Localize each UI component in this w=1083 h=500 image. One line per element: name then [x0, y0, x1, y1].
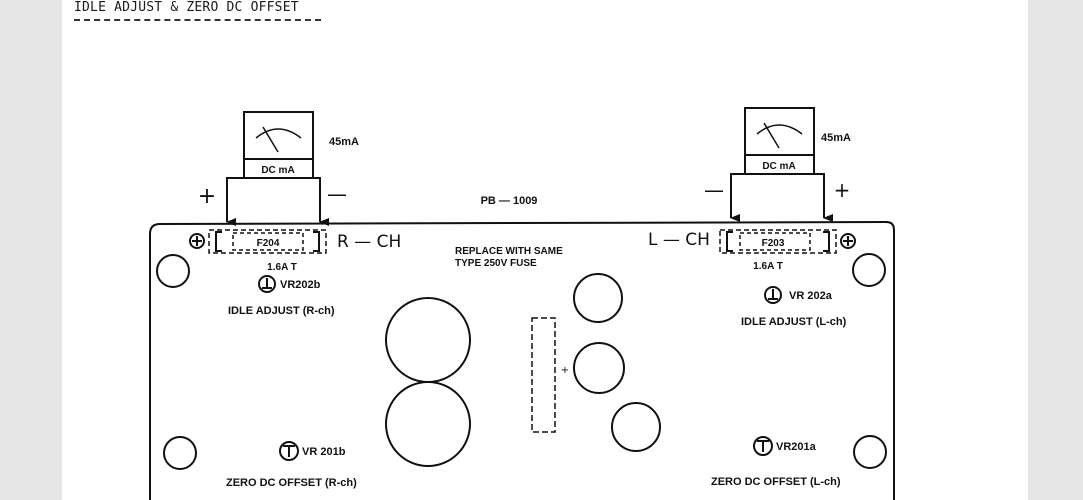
fuse-f203-rating: 1.6A T [753, 261, 783, 272]
ground-terminal-icon [840, 233, 856, 249]
meter-r-minus-probe [313, 177, 329, 226]
fuse-f204-rating: 1.6A T [267, 262, 297, 273]
fuse-f203-id: F203 [762, 238, 785, 249]
title-underline [74, 19, 321, 21]
meter-l-reading: 45mA [821, 132, 851, 144]
component-outline-dashed [531, 317, 556, 433]
fuse-f203: F203 [719, 229, 856, 254]
channel-label-r: R — CH [337, 232, 401, 252]
document-page [62, 0, 1028, 500]
meter-r-needle [262, 126, 279, 153]
mounting-hole [853, 435, 887, 469]
trim-pot-vr201b [279, 441, 299, 461]
capacitor-large-bottom [385, 381, 471, 467]
trim-pot-symbol-icon [279, 441, 299, 461]
meter-r-body [243, 111, 314, 179]
capacitor-small-2 [573, 342, 625, 394]
meter-r-minus-sign: — [327, 182, 347, 206]
center-plus-mark: + [561, 365, 569, 376]
meter-l-needle [763, 122, 780, 149]
idle-adjust-r-caption: IDLE ADJUST (R-ch) [228, 305, 335, 317]
trim-pot-vr202a [764, 286, 782, 304]
page-title: IDLE ADJUST & ZERO DC OFFSET [74, 0, 299, 15]
mounting-hole [163, 436, 197, 470]
vr201b-label: VR 201b [302, 446, 346, 458]
meter-l-minus-sign: — [704, 178, 724, 202]
pcb-outline [149, 220, 895, 500]
meter-r-reading: 45mA [329, 136, 359, 148]
meter-l-scale-arc [756, 124, 803, 135]
capacitor-small-3 [611, 402, 661, 452]
meter-l-plus-sign: + [834, 178, 851, 202]
trim-pot-symbol-icon [764, 286, 782, 304]
trim-pot-symbol-icon [258, 275, 276, 293]
meter-r: DC mA 45mA [243, 111, 359, 179]
vr202b-label: VR202b [280, 279, 321, 291]
meter-r-scale-arc [255, 128, 302, 139]
fuse-f204: F204 [189, 229, 327, 254]
capacitor-small-1 [573, 273, 623, 323]
fuse-note-line-2: TYPE 250V FUSE [455, 258, 537, 269]
trim-pot-vr202b [258, 275, 276, 293]
mounting-hole [156, 254, 190, 288]
capacitor-large-top [385, 297, 471, 383]
ground-terminal-icon [189, 233, 205, 249]
channel-label-l: L — CH [648, 230, 710, 250]
fuse-f204-id: F204 [257, 238, 280, 249]
meter-l-minus-probe [730, 173, 745, 222]
mounting-hole [852, 253, 886, 287]
meter-r-plus-probe [226, 177, 244, 226]
fuse-note-line-1: REPLACE WITH SAME [455, 246, 563, 257]
board-label: PB — 1009 [481, 195, 538, 207]
zero-dc-offset-l-caption: ZERO DC OFFSET (L-ch) [711, 476, 841, 488]
meter-l-body [744, 107, 815, 175]
meter-l-scale-label: DC mA [762, 161, 795, 172]
trim-pot-symbol-icon [753, 436, 773, 456]
meter-l: DC mA 45mA [744, 107, 851, 175]
trim-pot-vr201a [753, 436, 773, 456]
zero-dc-offset-r-caption: ZERO DC OFFSET (R-ch) [226, 477, 357, 489]
meter-r-plus-sign: + [198, 184, 216, 209]
meter-l-plus-probe [814, 173, 833, 222]
idle-adjust-l-caption: IDLE ADJUST (L-ch) [741, 316, 847, 328]
vr201a-label: VR201a [776, 441, 817, 453]
vr202a-label: VR 202a [789, 290, 833, 302]
meter-r-scale-label: DC mA [261, 165, 294, 176]
